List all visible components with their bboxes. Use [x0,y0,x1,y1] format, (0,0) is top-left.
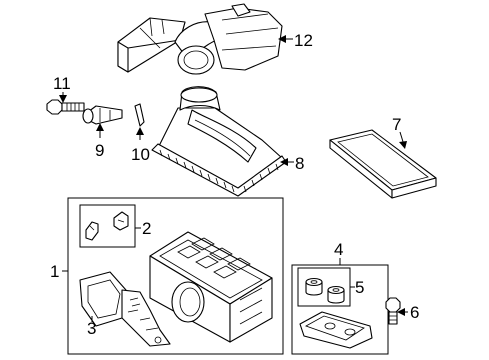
svg-text:5: 5 [355,278,364,297]
callout-2: 2 [135,219,151,238]
svg-text:6: 6 [410,303,419,322]
svg-text:3: 3 [87,319,96,338]
part-3-duct [79,271,171,347]
svg-text:12: 12 [294,31,313,50]
air-box-housing [149,231,273,343]
svg-text:9: 9 [95,141,104,160]
part-8-cover [151,86,287,197]
part-7-filter [329,129,437,199]
part-11-bolt [46,99,85,115]
part-12-intake-tube [117,3,283,75]
bracket [299,311,373,349]
svg-text:7: 7 [392,115,401,134]
part-6-bolt [385,297,401,325]
callout-10: 10 [131,127,150,164]
callout-1: 1 [50,262,68,281]
callout-12: 12 [278,31,313,50]
callout-6: 6 [397,303,419,322]
sub-box-2 [79,204,136,248]
callout-11: 11 [53,74,71,103]
callout-5: 5 [350,278,364,297]
svg-text:1: 1 [50,262,59,281]
callout-4: 4 [334,240,343,265]
callout-7: 7 [392,115,407,149]
svg-text:11: 11 [53,74,71,93]
callout-9: 9 [95,123,104,160]
svg-text:10: 10 [131,145,150,164]
part-2-clips [85,211,129,241]
callout-3: 3 [87,316,96,338]
svg-text:8: 8 [295,154,304,173]
callout-8: 8 [280,154,304,173]
svg-text:2: 2 [142,219,151,238]
part-10-seal [134,103,145,127]
svg-text:4: 4 [334,240,343,259]
part-5-grommets [305,277,345,304]
part-9-sensor [82,105,123,125]
assembly-box-1 [67,197,284,355]
